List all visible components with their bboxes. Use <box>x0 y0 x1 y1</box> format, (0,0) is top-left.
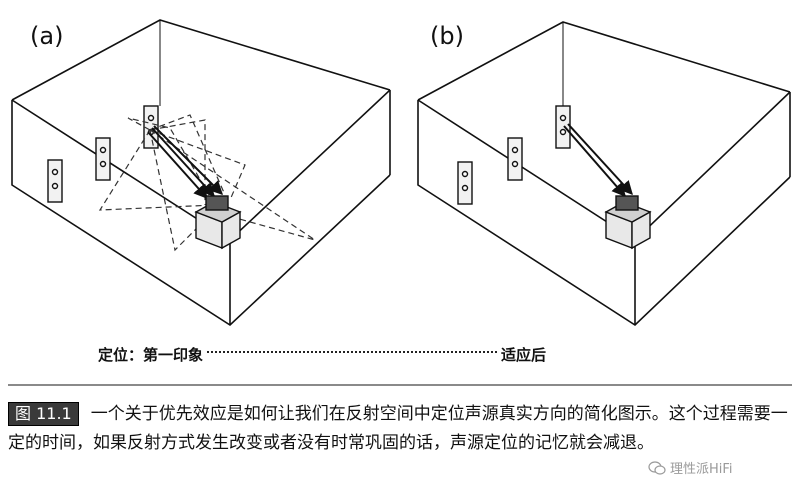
speaker-back-icon <box>555 105 571 149</box>
speaker-mid-icon <box>95 137 111 181</box>
speaker-left-icon <box>47 159 63 203</box>
panel-b-label: (b) <box>430 22 464 50</box>
panel-b-direct-sound <box>563 123 633 198</box>
legend-start: 定位：第一印象 <box>98 346 204 364</box>
legend-end: 适应后 <box>501 346 547 364</box>
figure-diagram <box>11 19 791 327</box>
watermark: 理性派HiFi <box>648 458 733 477</box>
wechat-icon <box>648 460 666 475</box>
panel-a-room <box>11 19 391 327</box>
legend-dotted-line <box>207 350 498 353</box>
listener-chair-icon <box>604 195 652 250</box>
figure-number-tag: 图 11.1 <box>8 402 79 426</box>
listener-chair-icon <box>194 195 242 250</box>
speaker-mid-icon <box>507 137 523 181</box>
panel-a-speakers <box>47 105 159 203</box>
localization-legend: 定位：第一印象 适应后 <box>98 344 658 365</box>
watermark-text: 理性派HiFi <box>670 462 733 477</box>
caption-divider <box>8 384 792 386</box>
panel-a-direct-sound <box>147 125 223 200</box>
panel-b-room <box>417 21 791 327</box>
speaker-left-icon <box>457 161 473 205</box>
caption-text: 一个关于优先效应是如何让我们在反射空间中定位声源真实方向的简化图示。这个过程需要… <box>8 404 788 453</box>
panel-b-speakers <box>457 105 571 205</box>
panel-a-label: (a) <box>30 22 64 50</box>
